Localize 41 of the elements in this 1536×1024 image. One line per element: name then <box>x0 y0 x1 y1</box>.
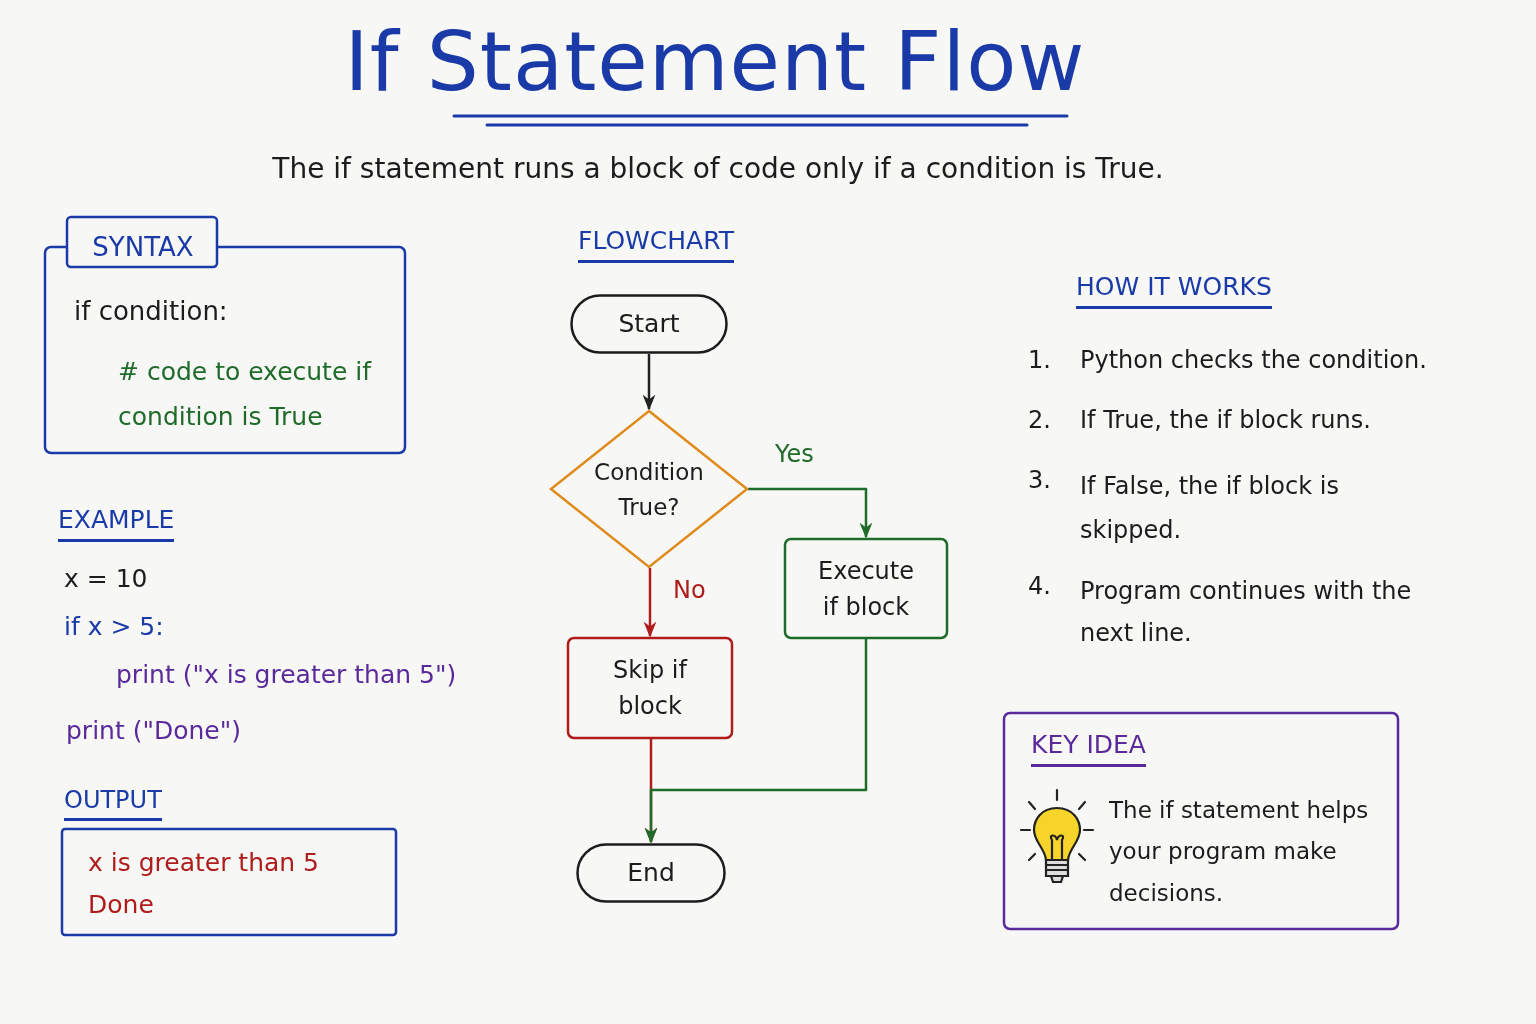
code-line: x = 10 <box>64 563 148 595</box>
key-idea-text: The if statement helps your program make decisions. <box>1109 796 1370 908</box>
step-text: If False, the if block is skipped. <box>1080 471 1340 547</box>
section-heading: EXAMPLE <box>58 503 175 542</box>
arrow <box>748 487 873 539</box>
panel-heading: SYNTAX <box>91 231 195 264</box>
code-line: print ("Done") <box>66 715 241 747</box>
code-line: if condition: <box>74 295 229 328</box>
panel-heading: OUTPUT <box>64 784 162 822</box>
arrow <box>642 354 656 411</box>
node-label: Condition True? <box>594 457 704 521</box>
section-heading: HOW IT WORKS <box>1076 270 1272 309</box>
code-line: print ("x is greater than 5") <box>116 659 457 691</box>
key-idea-panel <box>1003 712 1399 930</box>
step-text: Python checks the condition. <box>1080 345 1428 376</box>
node-label: End <box>626 857 676 890</box>
arrow <box>643 568 657 638</box>
code-comment: # code to execute if condition is True <box>118 356 373 433</box>
step-number: 4. <box>1028 571 1051 602</box>
output-line: x is greater than 5 <box>88 847 321 879</box>
subtitle: The if statement runs a block of code only if a condition is True. <box>271 151 1165 187</box>
process-box <box>784 538 948 639</box>
arrow <box>644 639 868 844</box>
code-line: if x > 5: <box>64 611 164 643</box>
node-label: Skip if block <box>612 655 689 722</box>
start-terminal <box>570 294 728 354</box>
panel-heading: KEY IDEA <box>1031 728 1146 767</box>
syntax-panel <box>44 216 406 454</box>
step-text: If True, the if block runs. <box>1080 405 1372 436</box>
end-terminal <box>576 843 726 903</box>
title: If Statement Flow <box>343 14 1087 109</box>
node-label: Execute if block <box>817 555 915 623</box>
decision-diamond <box>550 410 748 568</box>
step-number: 2. <box>1028 405 1051 436</box>
step-text: Program continues with the next line. <box>1080 576 1413 649</box>
section-heading: FLOWCHART <box>578 224 734 263</box>
output-line: Done <box>88 889 155 921</box>
process-box <box>567 637 733 739</box>
node-label: Start <box>617 308 681 341</box>
step-number: 3. <box>1028 465 1051 496</box>
step-number: 1. <box>1028 345 1051 376</box>
